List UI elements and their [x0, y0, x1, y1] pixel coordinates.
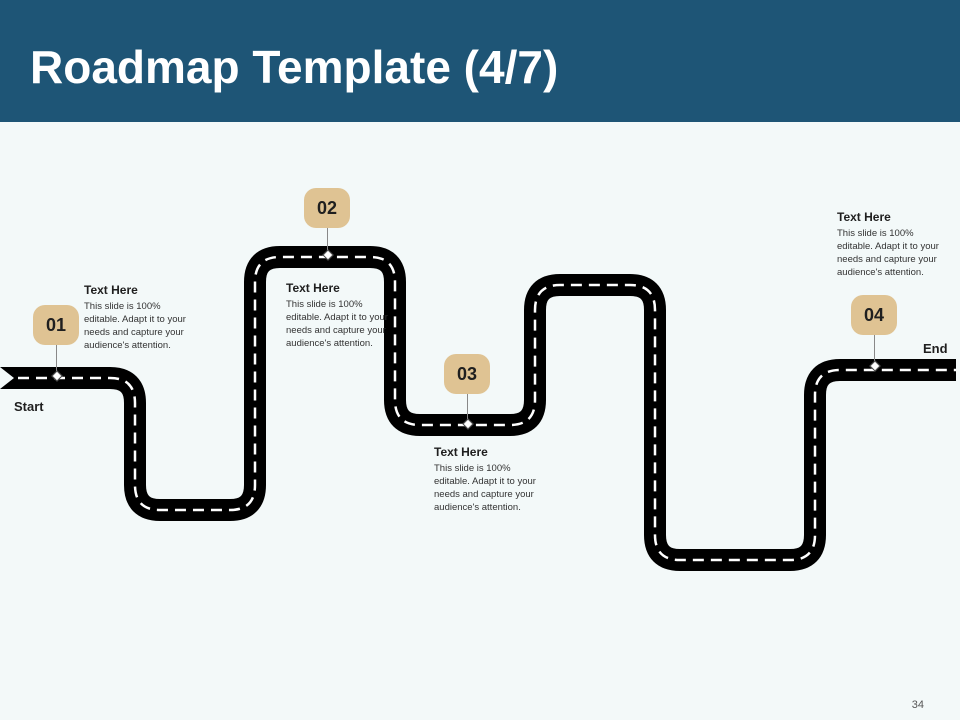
milestone-02-description: This slide is 100% editable. Adapt it to… [286, 299, 388, 349]
end-label: End [923, 341, 948, 356]
milestone-01-badge: 01 [33, 305, 79, 345]
milestone-01-description: This slide is 100% editable. Adapt it to… [84, 301, 186, 351]
milestone-02-heading: Text Here [286, 281, 340, 295]
milestone-03-heading: Text Here [434, 445, 488, 459]
milestone-01-stem [56, 345, 57, 373]
milestone-04-text: Text Here This slide is 100% editable. A… [837, 210, 952, 279]
milestone-03-badge: 03 [444, 354, 490, 394]
slide-title: Roadmap Template (4/7) [30, 41, 559, 93]
title-bar: Roadmap Template (4/7) [0, 0, 960, 122]
milestone-04-description: This slide is 100% editable. Adapt it to… [837, 228, 939, 278]
milestone-01-heading: Text Here [84, 283, 138, 297]
road-start-notch [0, 367, 14, 389]
milestone-03-stem [467, 394, 468, 419]
road-end-cap [956, 359, 960, 381]
milestone-01-text: Text Here This slide is 100% editable. A… [84, 283, 199, 352]
milestone-04-badge: 04 [851, 295, 897, 335]
milestone-02-stem [327, 228, 328, 250]
milestone-02-text: Text Here This slide is 100% editable. A… [286, 281, 401, 350]
milestone-03-text: Text Here This slide is 100% editable. A… [434, 445, 549, 514]
milestone-02-badge: 02 [304, 188, 350, 228]
milestone-04-heading: Text Here [837, 210, 891, 224]
start-label: Start [14, 399, 44, 414]
page-number: 34 [911, 699, 924, 711]
milestone-04-stem [874, 335, 875, 363]
milestone-03-description: This slide is 100% editable. Adapt it to… [434, 463, 536, 513]
